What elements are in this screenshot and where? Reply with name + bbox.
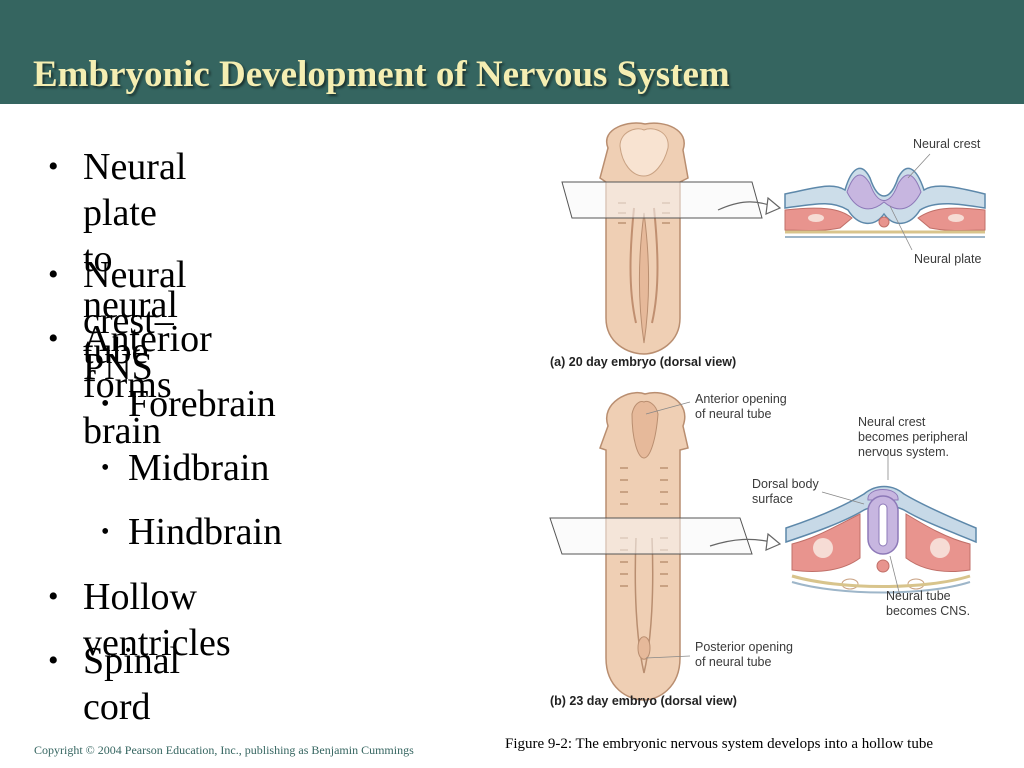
bullet-text: Anterior forms brain [83, 318, 212, 452]
label-neural-plate: Neural plate [914, 252, 982, 266]
label-neural-crest-pns-2: becomes peripheral [858, 430, 968, 444]
bullet-text: Neural crest–PNS [83, 254, 187, 388]
bullet-dot: • [101, 455, 110, 481]
label-posterior-opening-2: of neural tube [695, 655, 772, 669]
embryo-figure: Neural crest Neural plate (a) 20 day emb… [540, 118, 1010, 718]
label-neural-crest-pns-3: nervous system. [858, 445, 950, 459]
bullet-dot: • [48, 322, 59, 355]
bullet-text: Neural plate to neural [83, 146, 187, 326]
label-neural-crest-pns: Neural crest [858, 415, 926, 429]
embryo-23-day-drawing [549, 391, 753, 701]
bullet-text: Spinal cord [83, 640, 181, 728]
sub-bullet-item: • Hindbrain [101, 509, 283, 555]
sub-bullet-item: • Midbrain [101, 445, 270, 491]
sub-bullet-item: • Forebrain [101, 381, 276, 427]
caption-panel-b: (b) 23 day embryo (dorsal view) [550, 694, 737, 708]
label-neural-tube: Neural tube [886, 589, 951, 603]
bullet-text: Hollow ventricles [83, 576, 231, 664]
bullet-dot: • [48, 644, 59, 677]
embryo-illustration [549, 122, 986, 701]
figure-caption: Figure 9-2: The embryonic nervous system… [505, 736, 933, 752]
neural-tube-cross-section [785, 485, 977, 594]
label-neural-tube-2: becomes CNS. [886, 604, 971, 618]
label-dorsal-body-surface-2: surface [752, 492, 793, 506]
caption-panel-a: (a) 20 day embryo (dorsal view) [550, 355, 737, 369]
bullet-dot: • [48, 580, 59, 613]
label-dorsal-body-surface: Dorsal body [752, 477, 819, 491]
bullet-item: • Neural crest–PNS [48, 252, 187, 390]
label-posterior-opening: Posterior opening [695, 640, 793, 654]
bullet-dot: • [101, 391, 110, 417]
neural-plate-cross-section [784, 167, 986, 238]
bullet-text: Midbrain [128, 447, 270, 489]
bullet-item: • Hollow ventricles [48, 574, 231, 666]
label-neural-crest: Neural crest [913, 137, 981, 151]
bullet-item: • Spinal cord [48, 638, 181, 730]
copyright-notice: Copyright © 2004 Pearson Education, Inc.… [34, 743, 414, 757]
label-anterior-opening: Anterior opening [695, 392, 787, 406]
bullet-dot: • [48, 150, 59, 183]
bullet-text-continued: tube [83, 330, 149, 372]
bullet-item: • Anterior forms brain [48, 316, 212, 454]
bullet-dot: • [101, 519, 110, 545]
label-anterior-opening-2: of neural tube [695, 407, 772, 421]
slide-title: Embryonic Development of Nervous System [33, 54, 730, 95]
title-bar: Embryonic Development of Nervous System [0, 0, 1024, 104]
bullet-dot: • [48, 258, 59, 291]
bullet-text: Hindbrain [128, 511, 283, 553]
bullet-item: • Neural plate to neural tube [48, 144, 187, 374]
embryo-20-day-drawing [561, 122, 763, 355]
bullet-text: Forebrain [128, 383, 276, 425]
